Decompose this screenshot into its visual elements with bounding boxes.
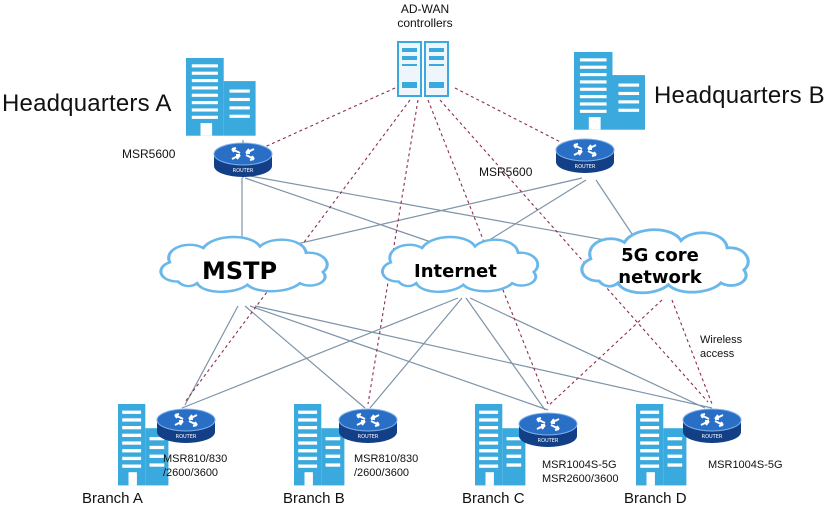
- wireless-branch-d: [671, 299, 713, 405]
- router-badges: ROUTER ROUTER ROUTER ROUTER ROUTER ROUTE…: [176, 164, 723, 444]
- internet-label: Internet: [414, 261, 497, 282]
- branch-c-model-line2: MSR2600/3600: [542, 473, 619, 485]
- controller-label-line2: controllers: [397, 16, 453, 30]
- server-icon: [397, 41, 449, 97]
- router-badge: ROUTER: [575, 164, 596, 170]
- link-mstp-branch-a: [184, 305, 239, 406]
- 5g-core-label-line2: network: [618, 267, 702, 288]
- router-badge: ROUTER: [233, 168, 254, 174]
- building-icon: [475, 404, 526, 486]
- router-badge: ROUTER: [702, 434, 723, 440]
- router-badge: ROUTER: [538, 438, 559, 444]
- wireless-line2: access: [700, 348, 735, 360]
- building-icon: [574, 52, 646, 130]
- wireless-access-label: Wireless access: [700, 333, 742, 361]
- branch-d-model: MSR1004S-5G: [708, 458, 783, 472]
- branch-b-model: MSR810/830 /2600/3600: [354, 452, 418, 480]
- branch-b-label: Branch B: [283, 490, 345, 507]
- branch-b-model-line2: /2600/3600: [354, 467, 410, 479]
- branch-a-model-line2: /2600/3600: [163, 467, 219, 479]
- link-hqa-internet: [244, 177, 461, 253]
- link-mstp-branch-c: [249, 305, 549, 411]
- link-mstp-branch-d: [254, 305, 713, 409]
- 5g-core-label-line1: 5G core: [621, 245, 699, 266]
- hq-a-router-model: MSR5600: [122, 147, 176, 161]
- link-internet-branch-c: [465, 297, 546, 411]
- link-hqb-mstp: [244, 177, 583, 257]
- 5g-core-label: 5G core network: [608, 245, 712, 289]
- building-icon: [636, 404, 687, 486]
- branch-a-model-line1: MSR810/830: [163, 453, 228, 465]
- controller-label: AD-WAN controllers: [384, 2, 466, 30]
- link-internet-branch-d: [469, 297, 706, 409]
- branch-a-label: Branch A: [82, 490, 143, 507]
- branch-b-model-line1: MSR810/830: [354, 453, 419, 465]
- branch-a-model: MSR810/830 /2600/3600: [163, 452, 227, 480]
- hq-a-label: Headquarters A: [2, 90, 172, 117]
- branch-c-model-line1: MSR1004S-5G: [542, 459, 617, 471]
- building-icon: [294, 404, 345, 486]
- link-internet-branch-b: [369, 297, 463, 409]
- ctl-hqa: [257, 87, 396, 151]
- wireless-branch-c: [547, 299, 663, 407]
- wireless-line1: Wireless: [700, 334, 743, 346]
- branch-c-label: Branch C: [462, 490, 525, 507]
- ctl-branch-d: [439, 99, 709, 403]
- hq-b-router-model: MSR5600: [479, 165, 533, 179]
- controller-label-line1: AD-WAN: [400, 2, 450, 16]
- branch-d-label: Branch D: [624, 490, 687, 507]
- ctl-hqb: [454, 87, 581, 153]
- building-icon: [186, 58, 256, 136]
- branch-c-model: MSR1004S-5G MSR2600/3600: [542, 458, 618, 486]
- controller-servers: [397, 41, 449, 97]
- hq-b-label: Headquarters B: [654, 82, 825, 109]
- link-internet-branch-a: [181, 297, 459, 409]
- mstp-label: MSTP: [202, 257, 278, 285]
- router-badge: ROUTER: [176, 434, 197, 440]
- solid-links: [181, 140, 713, 411]
- link-mstp-branch-b: [244, 305, 366, 409]
- link-hqa-5g: [249, 175, 661, 251]
- router-badge: ROUTER: [358, 434, 379, 440]
- branch-d-model-line1: MSR1004S-5G: [708, 459, 783, 471]
